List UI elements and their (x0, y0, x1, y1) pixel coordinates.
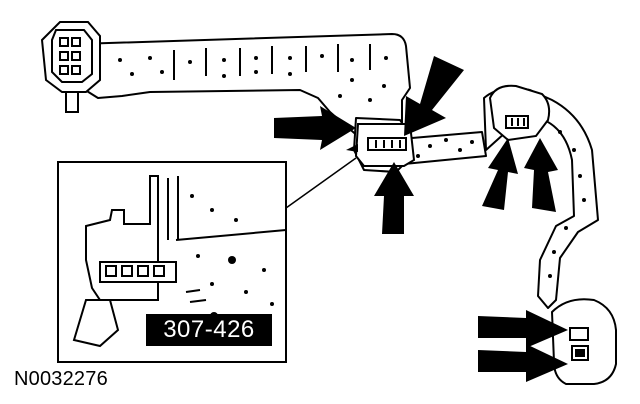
carrier-slots (173, 44, 371, 80)
rivet-holes (118, 54, 586, 278)
arrow-6 (478, 310, 568, 348)
arrow-1 (404, 56, 464, 136)
arrow-5 (524, 138, 558, 212)
upper-right-connector (488, 84, 551, 142)
main-carrier (77, 33, 411, 139)
arrow-3 (374, 162, 414, 234)
special-tool-number: 307-426 (146, 314, 272, 346)
figure-reference-id: N0032276 (14, 368, 108, 390)
arrow-8 (346, 144, 358, 152)
arrow-4 (482, 138, 518, 210)
leader-line (285, 157, 357, 209)
pointer-arrows (274, 56, 568, 382)
arrow-2 (274, 106, 356, 150)
lower-connector-housing (551, 298, 617, 385)
arrow-7 (478, 344, 568, 382)
main-connector (40, 21, 101, 113)
lower-connector-pins (569, 327, 589, 361)
